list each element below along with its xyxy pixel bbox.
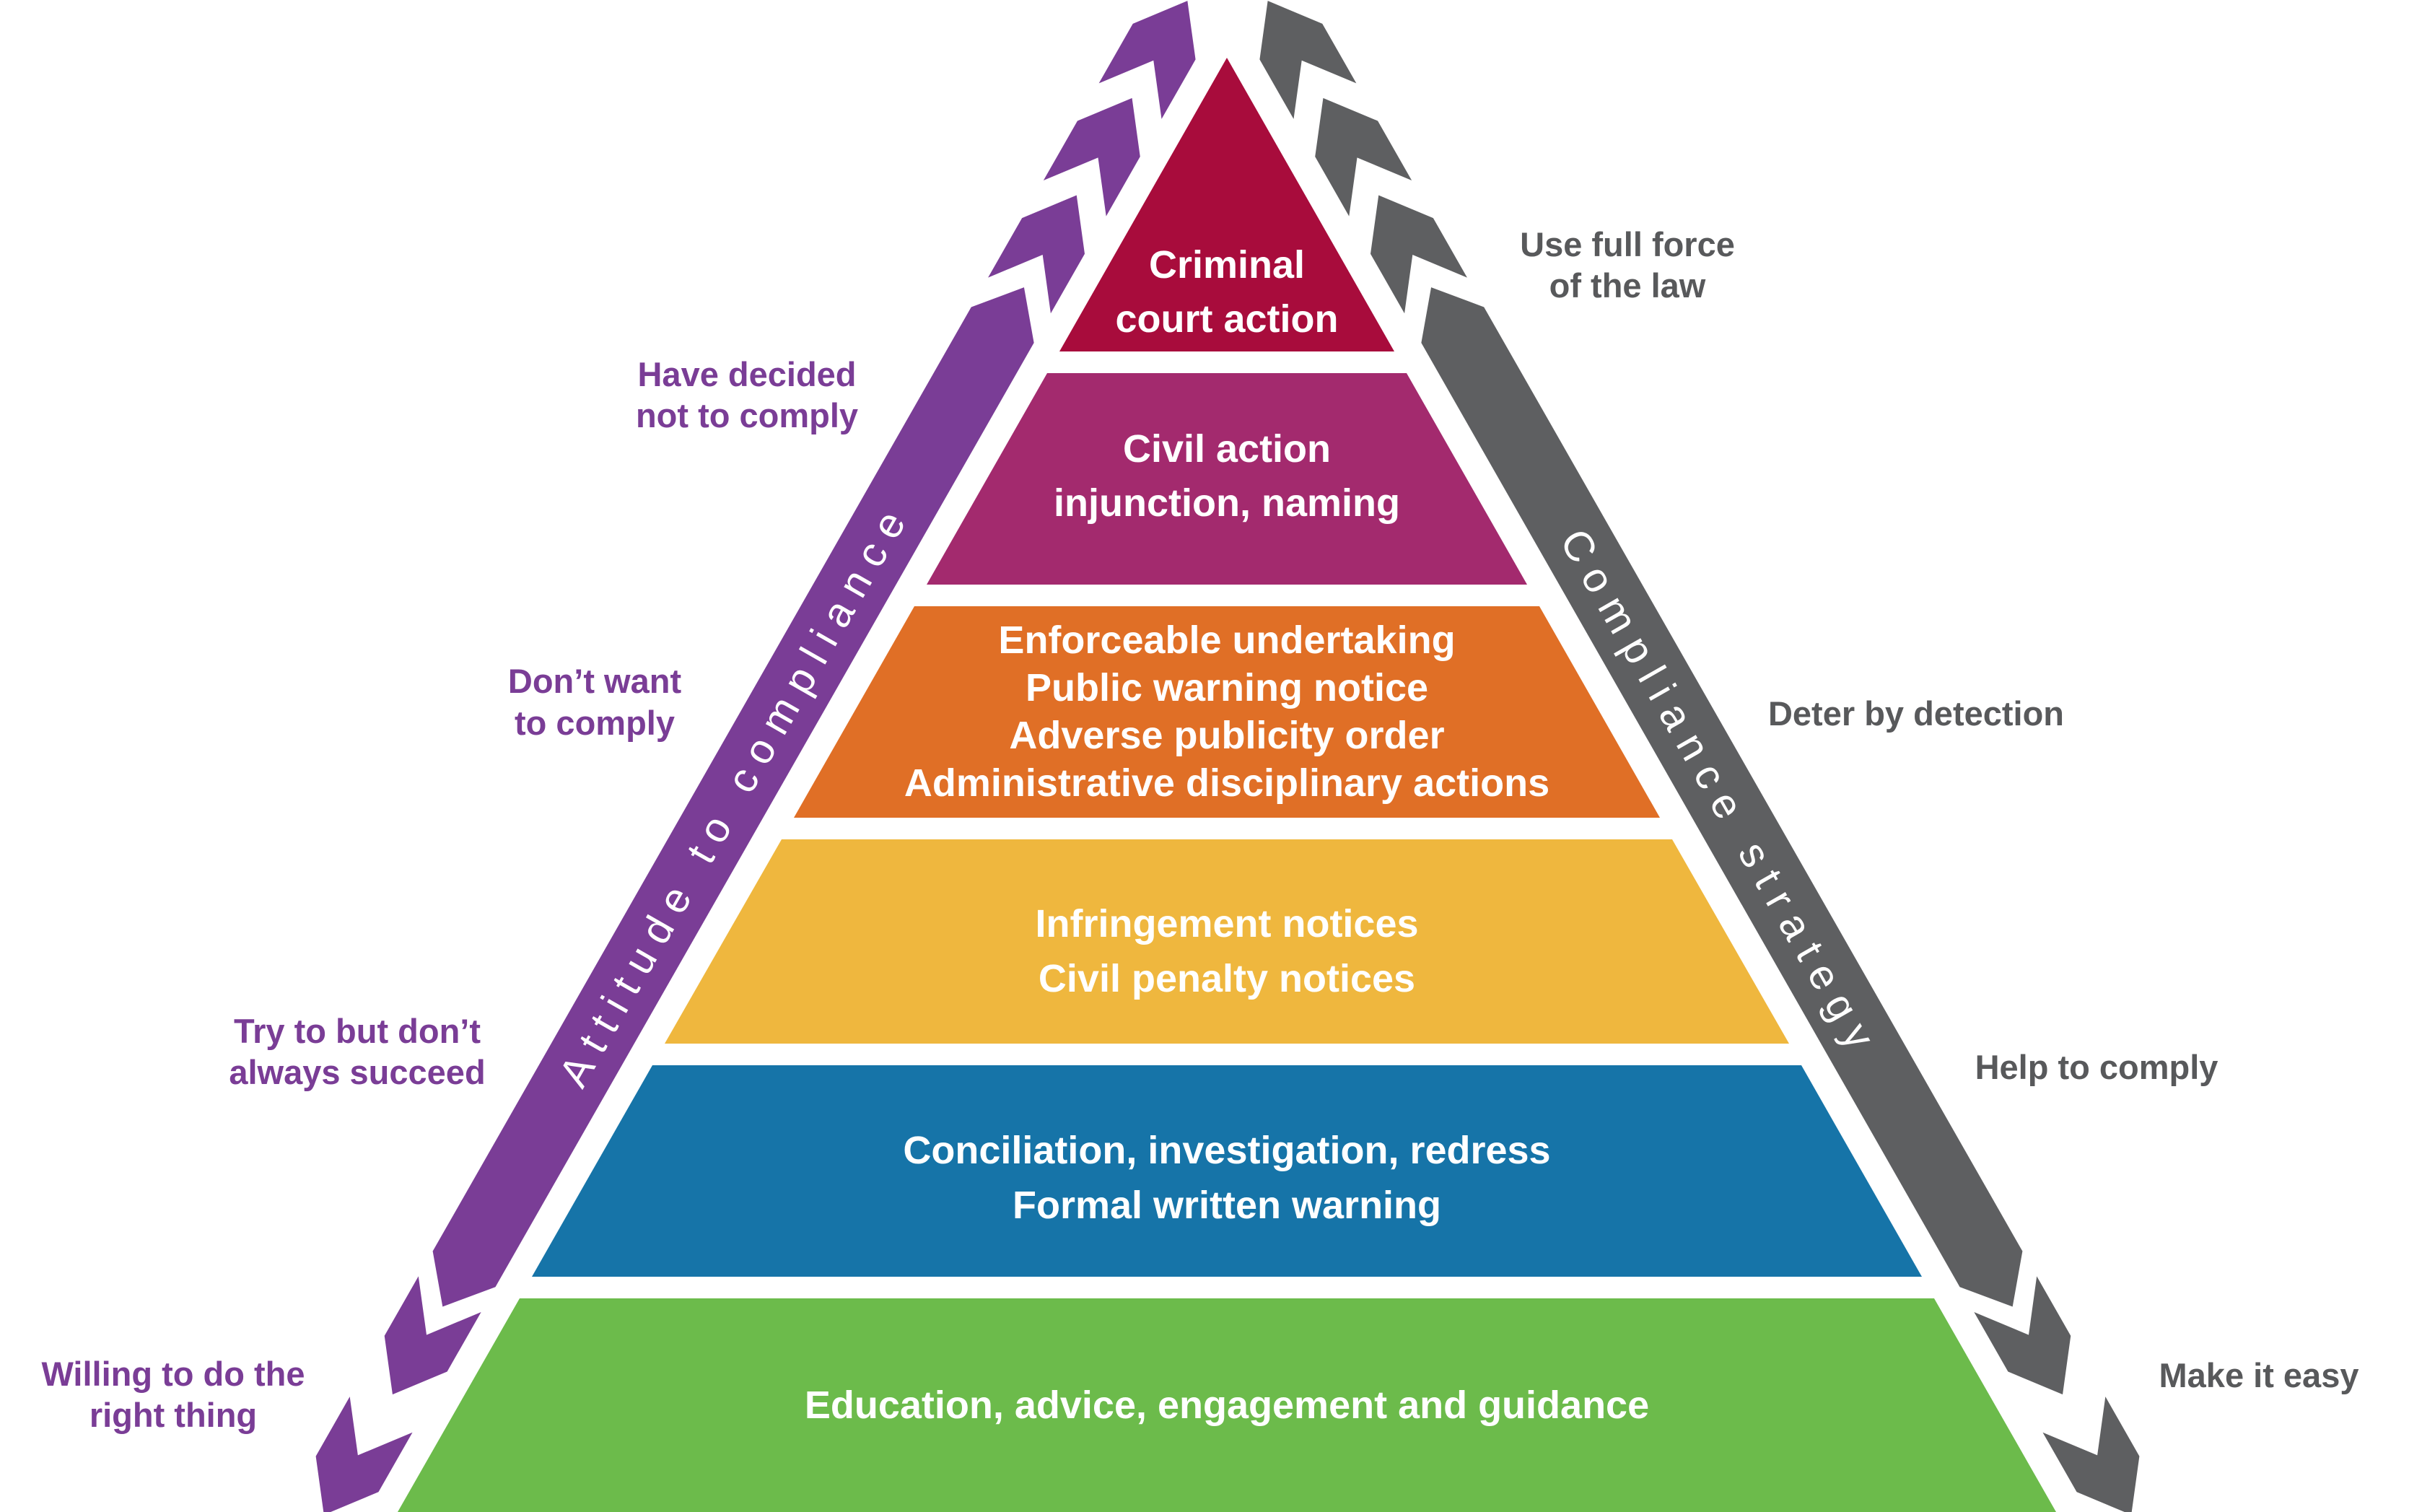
layer-civil-line-1: Civil action <box>1123 427 1331 471</box>
pyramid-layer-criminal-court-action <box>1059 58 1394 351</box>
attitude-chevron-down-icon <box>315 1397 413 1512</box>
layer-conciliation-line-2: Formal written warning <box>1013 1184 1441 1227</box>
attitude-label-dont-want-line-1: Don’t want <box>508 662 682 700</box>
strategy-chevron-up-icon <box>1259 1 1357 119</box>
pyramid-layer-notices <box>665 839 1789 1044</box>
layer-notices-line-1: Infringement notices <box>1035 902 1418 945</box>
pyramid: Criminal court action Civil action injun… <box>398 58 2056 1512</box>
pyramid-layer-administrative-actions <box>794 606 1660 818</box>
attitude-label-dont-want-line-2: to comply <box>515 704 675 742</box>
strategy-label-help: Help to comply <box>1975 1048 2218 1086</box>
strategy-chevron-down-icon <box>1974 1276 2071 1395</box>
attitude-label-have-decided-line-2: not to comply <box>636 396 858 434</box>
layer-notices-line-2: Civil penalty notices <box>1039 957 1415 1000</box>
strategy-chevron-up-icon <box>1370 195 1467 314</box>
strategy-chevron-down-icon <box>2042 1397 2140 1512</box>
pyramid-layer-civil-action <box>927 373 1527 585</box>
pyramid-layer-conciliation <box>532 1065 1922 1277</box>
layer-criminal-line-1: Criminal <box>1149 243 1305 287</box>
layer-admin-line-4: Administrative disciplinary actions <box>904 761 1549 805</box>
layer-education-line-1: Education, advice, engagement and guidan… <box>805 1384 1649 1427</box>
pyramid-layer-education <box>398 1298 2056 1512</box>
attitude-chevron-up-icon <box>1098 1 1196 119</box>
attitude-chevron-up-icon <box>1043 97 1140 217</box>
attitude-band <box>432 287 1034 1307</box>
layer-admin-line-2: Public warning notice <box>1026 666 1428 709</box>
strategy-label-full-force-line-2: of the law <box>1549 266 1706 305</box>
attitude-chevron-up-icon <box>988 195 1085 314</box>
strategy-label-make-easy: Make it easy <box>2159 1356 2359 1394</box>
layer-criminal-line-2: court action <box>1115 297 1338 341</box>
strategy-labels: Use full force of the law Deter by detec… <box>1520 225 2358 1394</box>
attitude-label-try-to-line-1: Try to but don’t <box>234 1012 481 1050</box>
attitude-label-willing-line-2: right thing <box>89 1396 257 1434</box>
strategy-band <box>1421 287 2023 1307</box>
strategy-chevron-up-icon <box>1315 97 1412 217</box>
attitude-labels: Have decided not to comply Don’t want to… <box>41 355 858 1434</box>
layer-civil-line-2: injunction, naming <box>1054 481 1400 525</box>
layer-admin-line-1: Enforceable undertaking <box>998 619 1455 662</box>
attitude-label-have-decided-line-1: Have decided <box>637 355 856 393</box>
attitude-chevron-down-icon <box>384 1276 481 1395</box>
attitude-label-willing-line-1: Willing to do the <box>41 1355 305 1393</box>
strategy-label-deter: Deter by detection <box>1768 694 2064 733</box>
attitude-label-try-to-line-2: always succeed <box>229 1053 485 1091</box>
layer-admin-line-3: Adverse publicity order <box>1009 714 1444 757</box>
strategy-label-full-force-line-1: Use full force <box>1520 225 1735 263</box>
layer-conciliation-line-1: Conciliation, investigation, redress <box>903 1129 1550 1172</box>
